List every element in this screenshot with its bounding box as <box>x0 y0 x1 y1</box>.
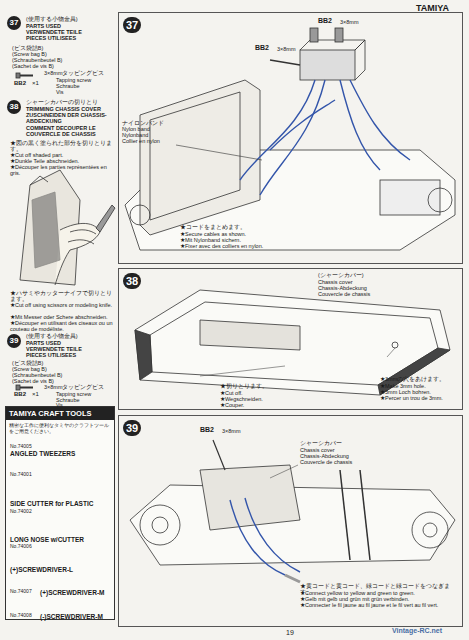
instruction-text: BB2 <box>14 391 32 398</box>
instruction-text: LONG NOSE w/CUTTER <box>10 536 110 543</box>
instruction-text: ★Secure cables as shown. <box>180 231 380 237</box>
instruction-text: (ビス袋詰B) <box>12 360 72 366</box>
step-number: 37 <box>123 17 141 33</box>
instruction-text: Chassis-Abdeckung <box>300 453 420 459</box>
instruction-text: ×1 <box>32 80 46 87</box>
instruction-text: 3×8mm <box>222 428 252 434</box>
instruction-text: No.74005 <box>10 444 110 450</box>
instruction-text: ★Fixer avec des colliers en nylon. <box>180 243 380 249</box>
instruction-text: (シャーシカバー) <box>318 272 428 278</box>
callout-number: 37 <box>7 16 21 30</box>
instruction-text: ANGLED TWEEZERS <box>10 450 110 457</box>
instruction-text: ★Wegschneiden. <box>220 396 340 402</box>
instruction-text: No.74006 <box>10 544 110 550</box>
instruction-text: Chassis-Abdeckung <box>318 285 428 291</box>
instruction-text: No.74001 <box>10 472 110 478</box>
screw-icon <box>16 385 33 390</box>
instruction-text: ★Gelb mit gelb und grün mit grün verbind… <box>300 596 458 602</box>
instruction-text: Collier en nylon <box>122 138 192 144</box>
instruction-text: ★Connecter le fil jaune au fil jaune et … <box>300 602 458 608</box>
instruction-text: ★3mmの穴をあけます。 <box>380 376 460 382</box>
brand-mark: TAMIYA <box>416 3 466 13</box>
tools-title: TAMIYA CRAFT TOOLS <box>6 407 114 420</box>
instruction-text: Tapping screw <box>56 77 114 83</box>
instruction-text: ★Dunkle Teile abschneiden. <box>10 158 114 164</box>
instruction-text: 19 <box>286 629 306 637</box>
instruction-text: シャーシカバーの切りとり <box>26 99 114 105</box>
instruction-text: ★3mm Loch bohren. <box>380 389 460 395</box>
instruction-text: PIECES UTILISEES <box>26 352 114 358</box>
instruction-text: ★コードをまとめます。 <box>180 224 380 230</box>
chassis-drawing-37 <box>125 28 455 250</box>
callout-number: 38 <box>7 100 21 114</box>
instruction-text: (Sachet de vis B) <box>12 378 72 384</box>
callout-number: 39 <box>7 334 21 348</box>
instruction-text: Schraube <box>56 397 114 403</box>
instruction-text: Vis <box>56 403 114 409</box>
instruction-text: 3×8mmタッピングビス <box>44 70 114 76</box>
instruction-text: ★Cut off. <box>220 390 340 396</box>
step-number: 38 <box>123 273 141 289</box>
instruction-text: Schraube <box>56 83 114 89</box>
instruction-text: Couvercle de chassis <box>318 291 428 297</box>
instruction-text: ★図の黒く塗られた部分を切りとります。 <box>10 140 114 153</box>
instruction-text: Tapping screw <box>56 391 114 397</box>
instruction-text: Couvercle de chassis <box>300 459 420 465</box>
instruction-text: (+)SCREWDRIVER-L <box>10 566 110 573</box>
tools-note: 精密な工作に便利なタミヤのクラフトツールをご用意ください。 <box>6 420 114 436</box>
instruction-text: Chassis cover <box>300 447 420 453</box>
instruction-text: (-)SCREWDRIVER-M <box>40 613 112 620</box>
instruction-text: (+)SCREWDRIVER-M <box>40 589 112 596</box>
instruction-text: ★Cut off using scissors or modeling knif… <box>10 302 114 308</box>
instruction-text: シャーシカバー <box>300 440 420 446</box>
instruction-text: (使用する小物金具) <box>26 333 114 339</box>
instruction-text: BB2 <box>200 426 222 434</box>
instruction-text: ZUSCHNEIDEN DER CHASSIS-ABDECKUNG <box>26 112 114 125</box>
instruction-text: (Schraubenbeutel B) <box>12 372 72 378</box>
instruction-text: ★Mit Nylonband sichern. <box>180 237 380 243</box>
instruction-text: ★切りとります。 <box>220 383 340 389</box>
instruction-text: Vis <box>56 89 114 95</box>
instruction-text: TRIMMING CHASSIS COVER <box>26 106 114 112</box>
instruction-text: (ビス袋詰B) <box>12 45 112 51</box>
instruction-text: ★Percer un trou de 3mm. <box>380 395 460 401</box>
instruction-text: 3×8mm <box>340 19 370 25</box>
brand-mark: Vintage-RC.net <box>392 627 464 635</box>
instruction-text: ★Couper. <box>220 402 340 408</box>
instruction-text: PIECES UTILISEES <box>26 35 114 41</box>
instruction-text: (Screw bag B) <box>12 366 72 372</box>
instruction-text: (Sachet de vis B) <box>12 63 112 69</box>
instruction-text: ナイロンバンド <box>122 120 192 126</box>
instruction-text: BB2 <box>14 80 32 87</box>
instruction-text: Chassis cover <box>318 279 428 285</box>
screw-icon <box>16 73 33 78</box>
instruction-text: ★Connect yellow to yellow and green to g… <box>300 590 458 596</box>
step-number: 39 <box>123 420 141 436</box>
instruction-text: VERWENDETE TEILE <box>26 346 114 352</box>
instruction-text: No.74002 <box>10 509 110 515</box>
instruction-text: Nylon band <box>122 126 192 132</box>
instruction-text: ★Mit Messer oder Schere abschneiden. <box>10 314 114 320</box>
instruction-text: (使用する小物金具) <box>26 16 114 22</box>
instruction-text: ×1 <box>32 391 46 398</box>
instruction-text: ★Découper les parties représentées en gr… <box>10 164 114 177</box>
chassis-drawing-39 <box>130 440 455 582</box>
instruction-text: ★Cut off shaded part. <box>10 152 114 158</box>
instruction-text: ★Make 3mm hole. <box>380 383 460 389</box>
instruction-text: 3×8mmタッピングビス <box>44 384 114 390</box>
instruction-text: SIDE CUTTER for PLASTIC <box>10 500 110 507</box>
instruction-text: Nylonband <box>122 132 192 138</box>
instruction-text: BB2 <box>255 44 277 52</box>
instruction-text: 3×8mm <box>277 46 307 52</box>
hand-trimming <box>20 170 115 285</box>
instruction-text: (Schraubenbeutel B) <box>12 57 112 63</box>
instruction-text: PARTS USED <box>26 23 114 29</box>
instruction-text: ★ハサミやカッターナイフで切りとります。 <box>10 290 114 303</box>
instruction-text: (Screw bag B) <box>12 51 112 57</box>
instruction-text: COMMENT DECOUPER LE COUVERCLE DE CHASSIS <box>26 125 114 138</box>
instruction-text: VERWENDETE TEILE <box>26 29 114 35</box>
instruction-text: PARTS USED <box>26 340 114 346</box>
instruction-text: BB2 <box>318 17 340 25</box>
instruction-text: ★Découper en utilisant des ciseaux ou un… <box>10 320 114 333</box>
